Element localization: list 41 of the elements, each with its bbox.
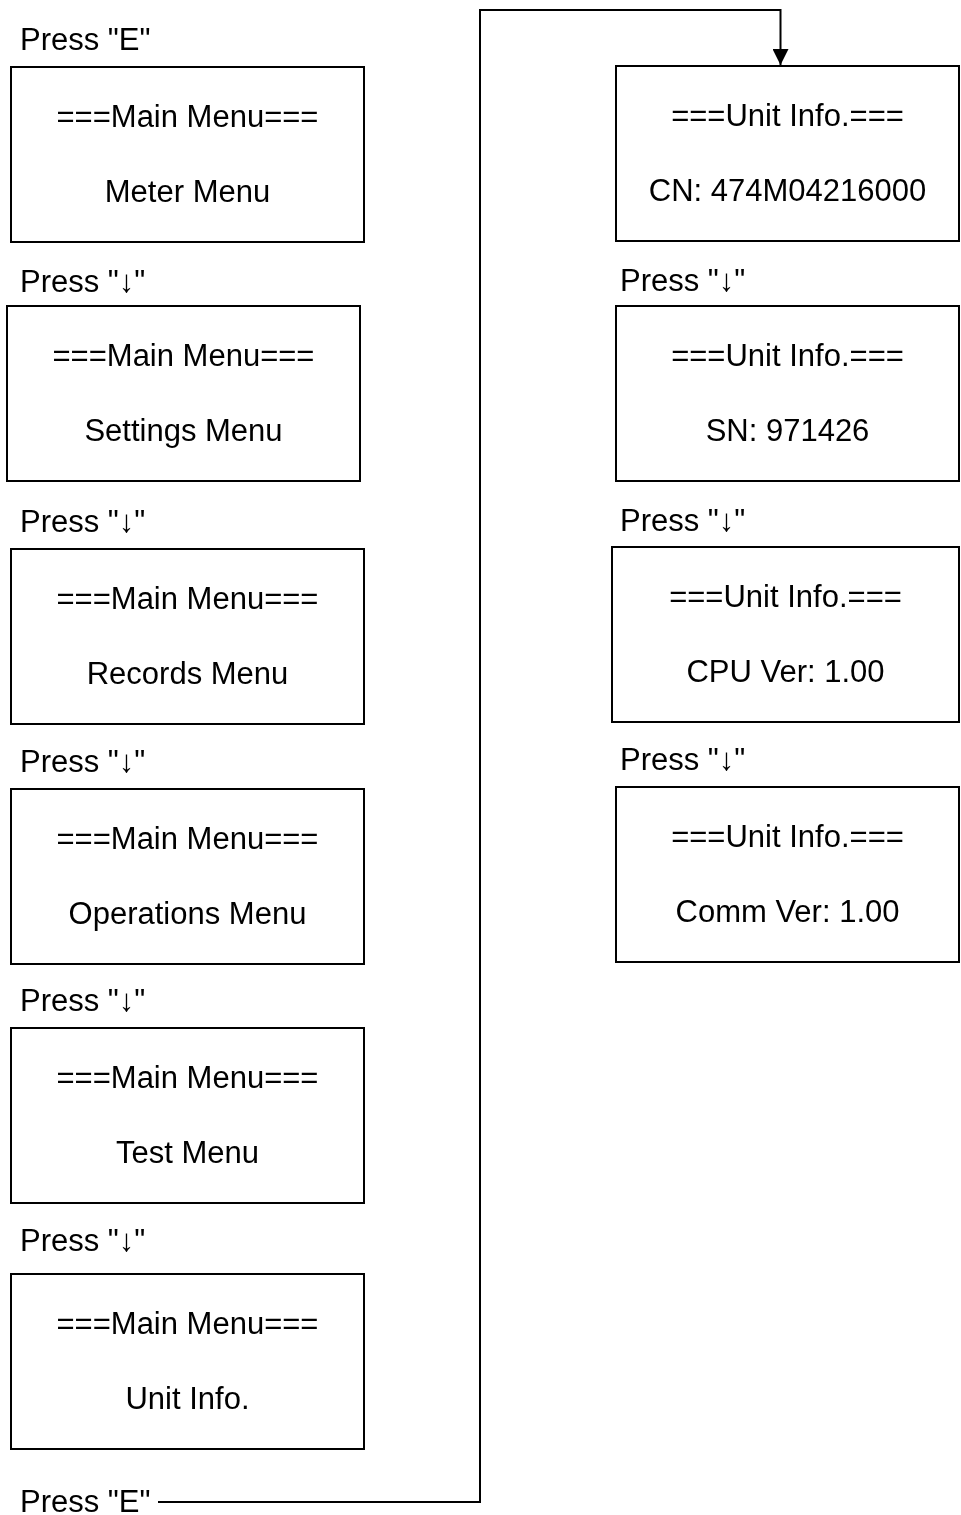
screen-text: CN: 474M04216000 [648,171,927,210]
screen-text: ===Unit Info.=== [671,818,904,857]
screen-text: Unit Info. [125,1379,250,1418]
screen-text: Records Menu [86,654,289,693]
screen-text: ===Main Menu=== [56,1059,319,1098]
instruction-text: Press "↓" [620,262,746,300]
screen-text: ===Unit Info.=== [669,578,902,617]
instruction-text: Press "↓" [20,982,146,1020]
instruction-text: Press "↓" [20,1222,146,1260]
screen-text: Meter Menu [104,172,271,211]
screen-text: ===Main Menu=== [56,580,319,619]
screen-text: Operations Menu [68,894,307,933]
instruction-text: Press "↓" [20,263,146,301]
instruction-text: Press "↓" [20,503,146,541]
display-screen-box [10,548,365,725]
screen-text: SN: 971426 [705,411,870,450]
display-screen-box [615,786,960,963]
display-screen-box [615,305,960,482]
screen-text: Test Menu [116,1133,259,1172]
display-screen-box [10,66,365,243]
instruction-text: Press "↓" [620,502,746,540]
screen-text: ===Main Menu=== [52,337,315,376]
screen-text: CPU Ver: 1.00 [686,652,885,691]
screen-text: ===Main Menu=== [56,1305,319,1344]
screen-text: ===Main Menu=== [56,820,319,859]
display-screen-box [10,788,365,965]
connector-arrow [157,9,789,1503]
display-screen-box [10,1273,365,1450]
screen-text: ===Unit Info.=== [671,337,904,376]
screen-text: ===Main Menu=== [56,98,319,137]
screen-text: Settings Menu [84,411,283,450]
instruction-text: Press "↓" [620,741,746,779]
screen-text: Comm Ver: 1.00 [675,892,900,931]
instruction-text: Press "↓" [20,743,146,781]
display-screen-box [6,305,361,482]
display-screen-box [615,65,960,242]
instruction-text: Press "E" [20,21,151,59]
display-screen-box [10,1027,365,1204]
instruction-text: Press "E" [20,1482,158,1515]
screen-text: ===Unit Info.=== [671,97,904,136]
display-screen-box [611,546,960,723]
